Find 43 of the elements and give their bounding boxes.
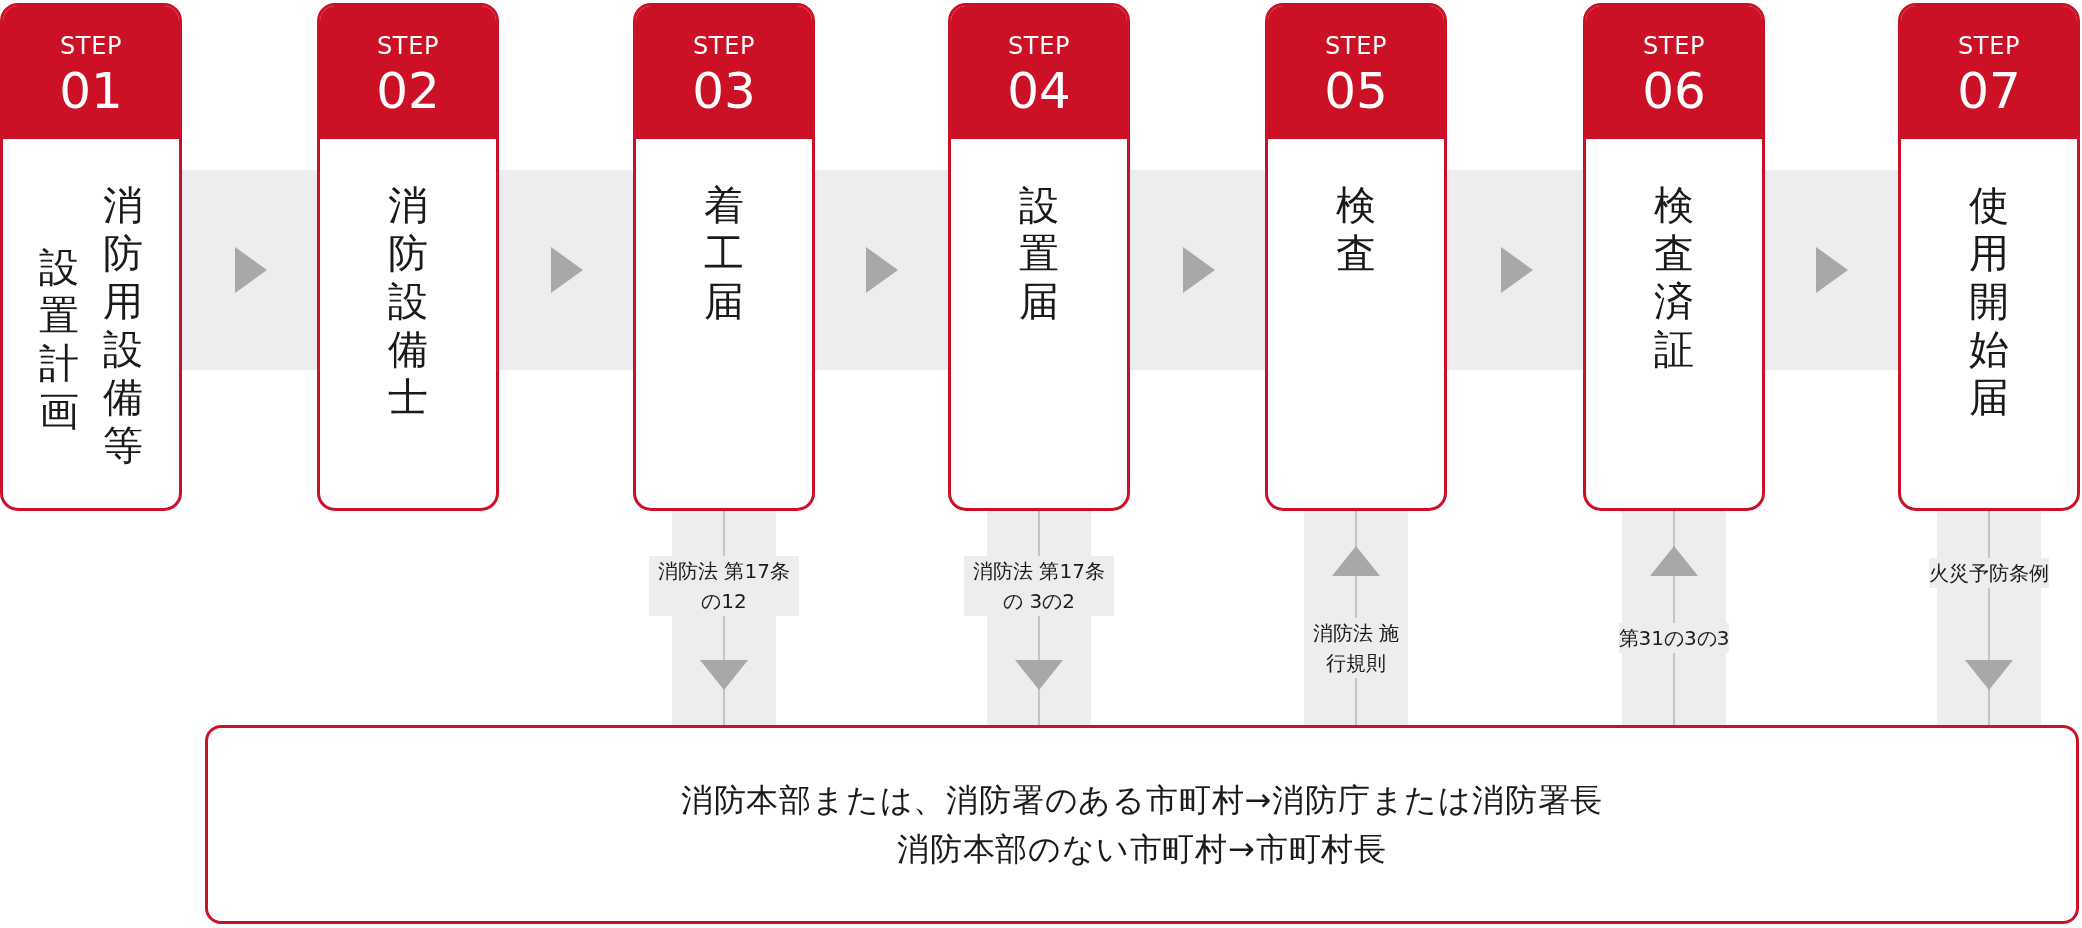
card-title: 消防用設備等 xyxy=(103,181,143,469)
step-card xyxy=(1583,3,1765,511)
authority-text: 消防本部のない市町村→市町村長 xyxy=(897,828,1387,870)
card-title: 使用開始届 xyxy=(1969,181,2009,421)
step-label: STEP xyxy=(1008,33,1070,58)
step-card xyxy=(633,3,815,511)
step-label: STEP xyxy=(693,33,755,58)
step-label: STEP xyxy=(377,33,439,58)
step-card xyxy=(317,3,499,511)
edge-label: 第31の3の3 xyxy=(1618,623,1730,653)
arrow-band xyxy=(1130,170,1265,370)
card-title: 設置計画 xyxy=(39,243,79,436)
step-label: STEP xyxy=(1643,33,1705,58)
card-title: 設置届 xyxy=(1019,181,1059,325)
arrow-band xyxy=(815,170,948,370)
step-number: 05 xyxy=(1324,65,1388,116)
step-number: 06 xyxy=(1642,65,1706,116)
arrow-band xyxy=(1447,170,1583,370)
step-label: STEP xyxy=(60,33,122,58)
edge-label: 消防法 第17条の 3の2 xyxy=(964,556,1114,616)
edge-label: 火災予防条例 xyxy=(1929,558,2049,588)
card-title: 検査 xyxy=(1336,181,1376,277)
card-title: 着工届 xyxy=(704,181,744,325)
step-card xyxy=(1898,3,2080,511)
arrow-band xyxy=(182,170,317,370)
step-card xyxy=(948,3,1130,511)
step-number: 02 xyxy=(376,65,440,116)
authority-text: 消防本部または、消防署のある市町村→消防庁または消防署長 xyxy=(680,779,1604,821)
step-card xyxy=(0,3,182,511)
arrow-band xyxy=(1765,170,1898,370)
step-label: STEP xyxy=(1325,33,1387,58)
card-title: 検査済証 xyxy=(1654,181,1694,373)
authority-box xyxy=(205,725,2079,924)
edge-label: 消防法 第17条の12 xyxy=(649,556,799,616)
arrow xyxy=(1650,510,1698,726)
step-number: 03 xyxy=(692,65,756,116)
step-card xyxy=(1265,3,1447,511)
card-title: 消防設備士 xyxy=(388,181,428,421)
step-number: 01 xyxy=(59,65,123,116)
step-number: 04 xyxy=(1007,65,1071,116)
arrow xyxy=(1965,510,2013,726)
step-label: STEP xyxy=(1958,33,2020,58)
step-number: 07 xyxy=(1957,65,2021,116)
